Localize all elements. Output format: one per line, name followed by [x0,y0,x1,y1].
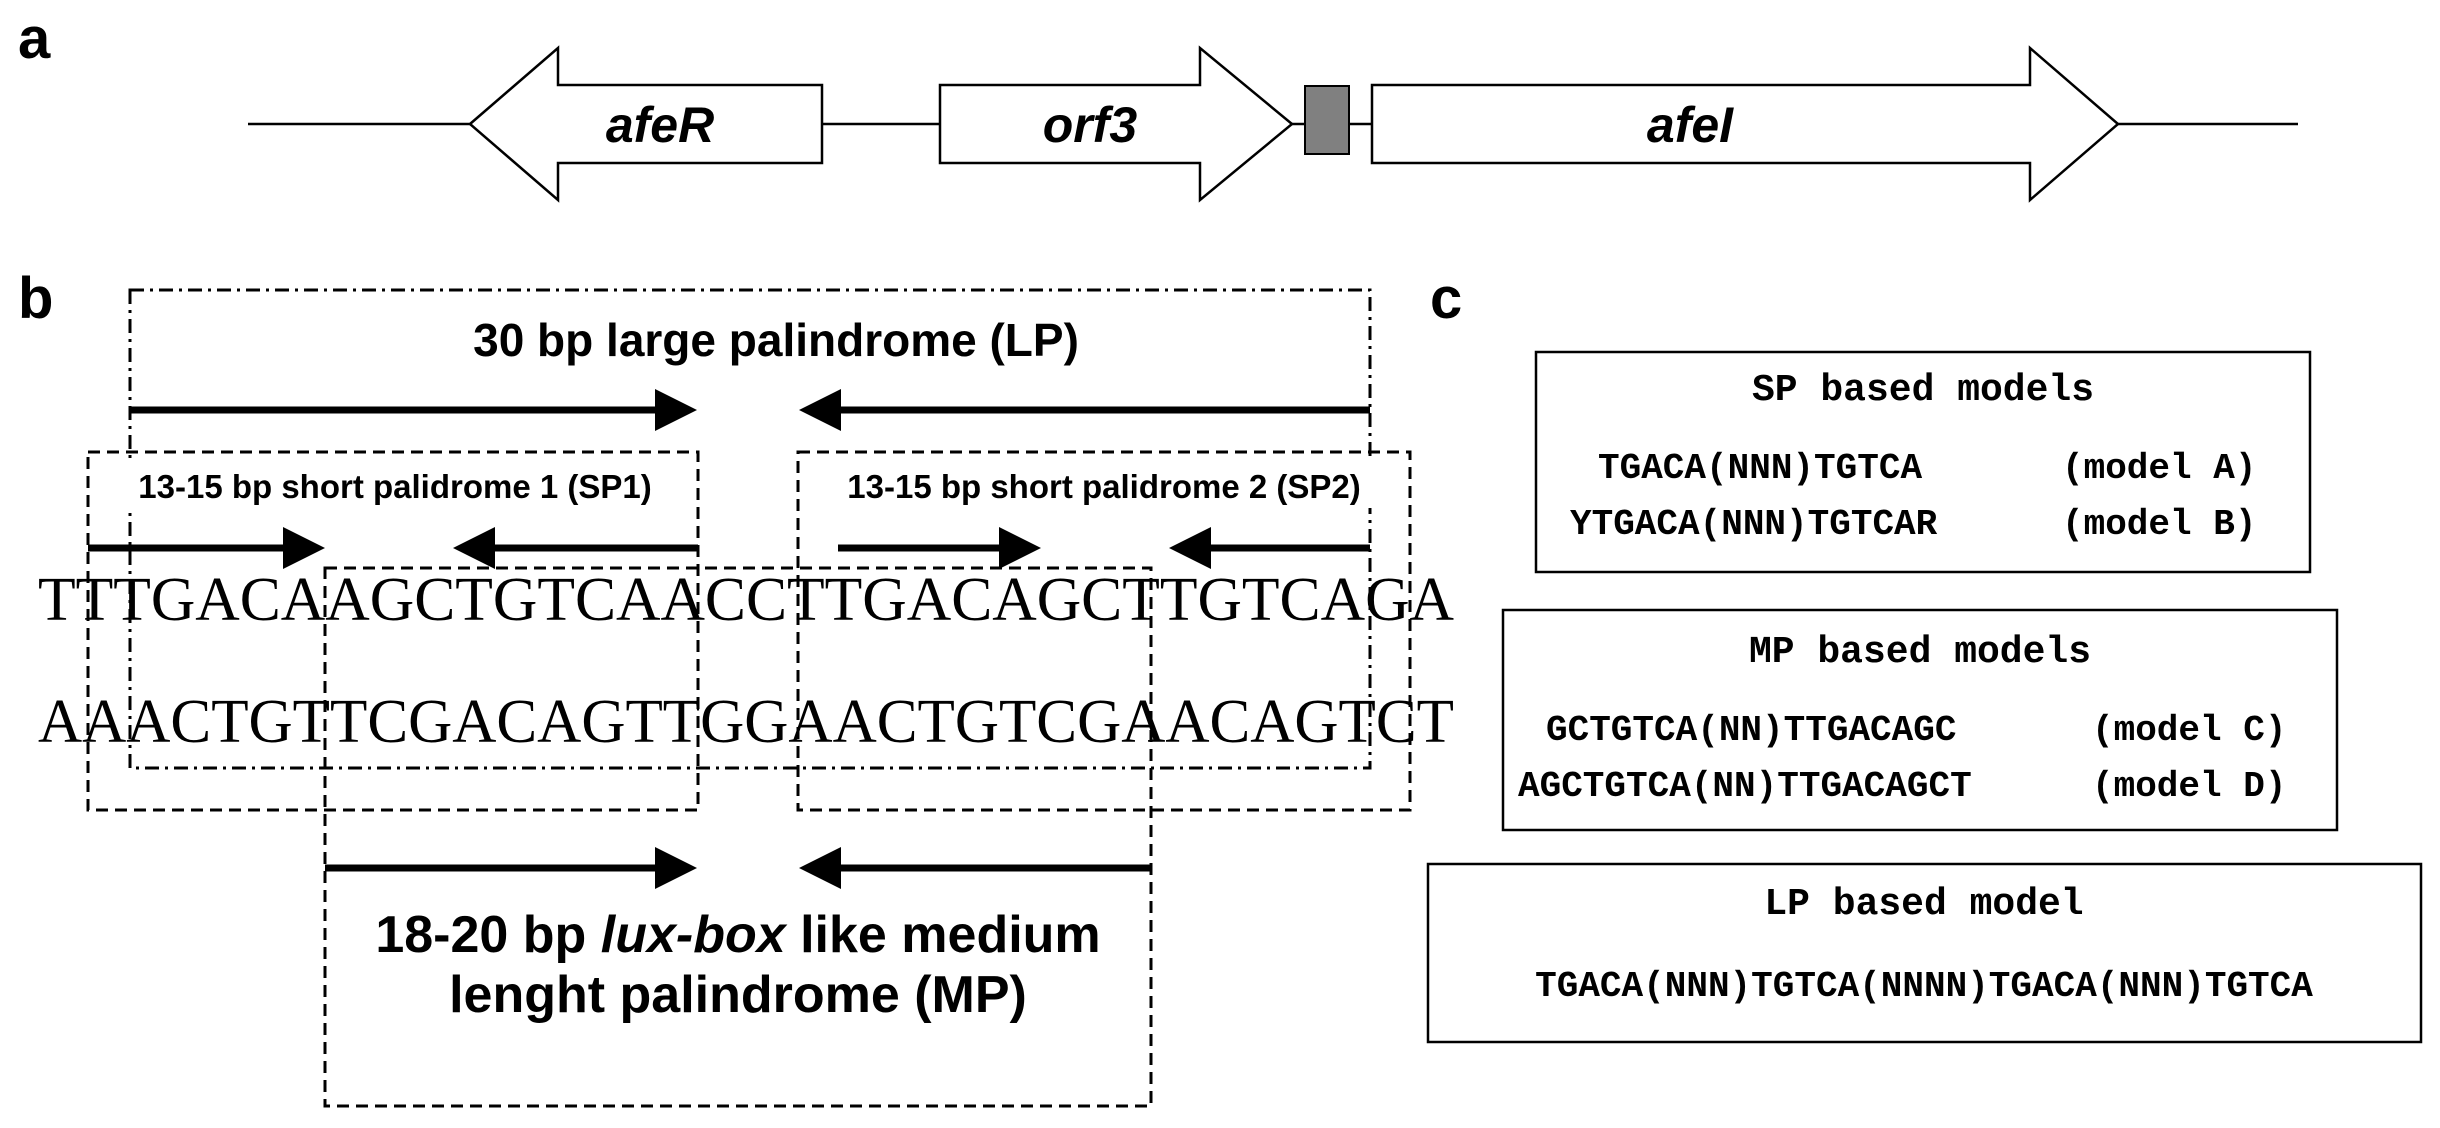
sp1-box [86,450,700,812]
mp-title-line2: lenght palindrome (MP) [449,966,1027,1024]
mp-title-post: like medium [786,906,1101,964]
gene-afeR: afeR [468,45,824,203]
model-b-label: (model B) [2062,504,2256,545]
gene-orf3: orf3 [938,45,1294,203]
lp-model-title: LP based model [1764,883,2083,926]
sp2-title-bg [806,462,1406,508]
sp-models-box: SP based models TGACA(NNN)TGTCA (model A… [1534,350,2312,574]
gene-arrow-afeI [1370,45,2120,203]
lp-model-box: LP based model TGACA(NNN)TGTCA(NNNN)TGAC… [1426,862,2423,1044]
gene-arrow-orf3 [938,45,1294,203]
sequence-bottom-strand: AAACTGTTCGACAGTTGGAACTGTCGAACAGTCT [38,688,1454,756]
model-a-label: (model A) [2062,448,2256,489]
sp-models-title: SP based models [1752,369,2094,412]
panel-label-a: a [18,6,51,71]
sp1-title-bg [96,462,696,508]
model-b-motif: YTGACA(NNN)TGTCAR [1570,504,1938,545]
sp1-title: 13-15 bp short palidrome 1 (SP1) [138,468,651,505]
promoter-box [1304,85,1350,155]
mp-title-line1: 18-20 bp lux-box like medium [375,906,1100,964]
gene-arrow-afeR [468,45,824,203]
sp2-title: 13-15 bp short palidrome 2 (SP2) [847,468,1360,505]
gene-afeI: afeI [1370,45,2120,203]
model-a-motif: TGACA(NNN)TGTCA [1598,448,1922,489]
sequence-top-strand: TTTGACAAGCTGTCAACCTTGACAGCTTGTCAGA [38,566,1454,634]
mp-models-title: MP based models [1749,631,2091,674]
sp-models-frame [1534,350,2312,574]
lp-title: 30 bp large palindrome (LP) [473,314,1079,366]
model-c-motif: GCTGTCA(NN)TTGACAGC [1546,710,1956,751]
gene-label-afeI: afeI [1647,97,1734,153]
mp-box [323,566,1153,1108]
sp2-box [796,450,1412,812]
model-d-motif: AGCTGTCA(NN)TTGACAGCT [1518,766,1972,807]
model-lp-motif: TGACA(NNN)TGTCA(NNNN)TGACA(NNN)TGTCA [1535,966,2313,1007]
gene-label-orf3: orf3 [1043,97,1138,153]
mp-title-pre: 18-20 bp [375,906,600,964]
mp-models-frame [1501,608,2339,832]
mp-title-italic: lux-box [601,906,788,964]
panel-label-b: b [18,266,53,331]
lp-box [128,288,1372,770]
model-c-label: (model C) [2092,710,2286,751]
model-d-label: (model D) [2092,766,2286,807]
panel-label-c: c [1430,266,1462,331]
mp-models-box: MP based models GCTGTCA(NN)TTGACAGC (mod… [1501,608,2339,832]
lp-model-frame [1426,862,2423,1044]
gene-label-afeR: afeR [606,97,714,153]
